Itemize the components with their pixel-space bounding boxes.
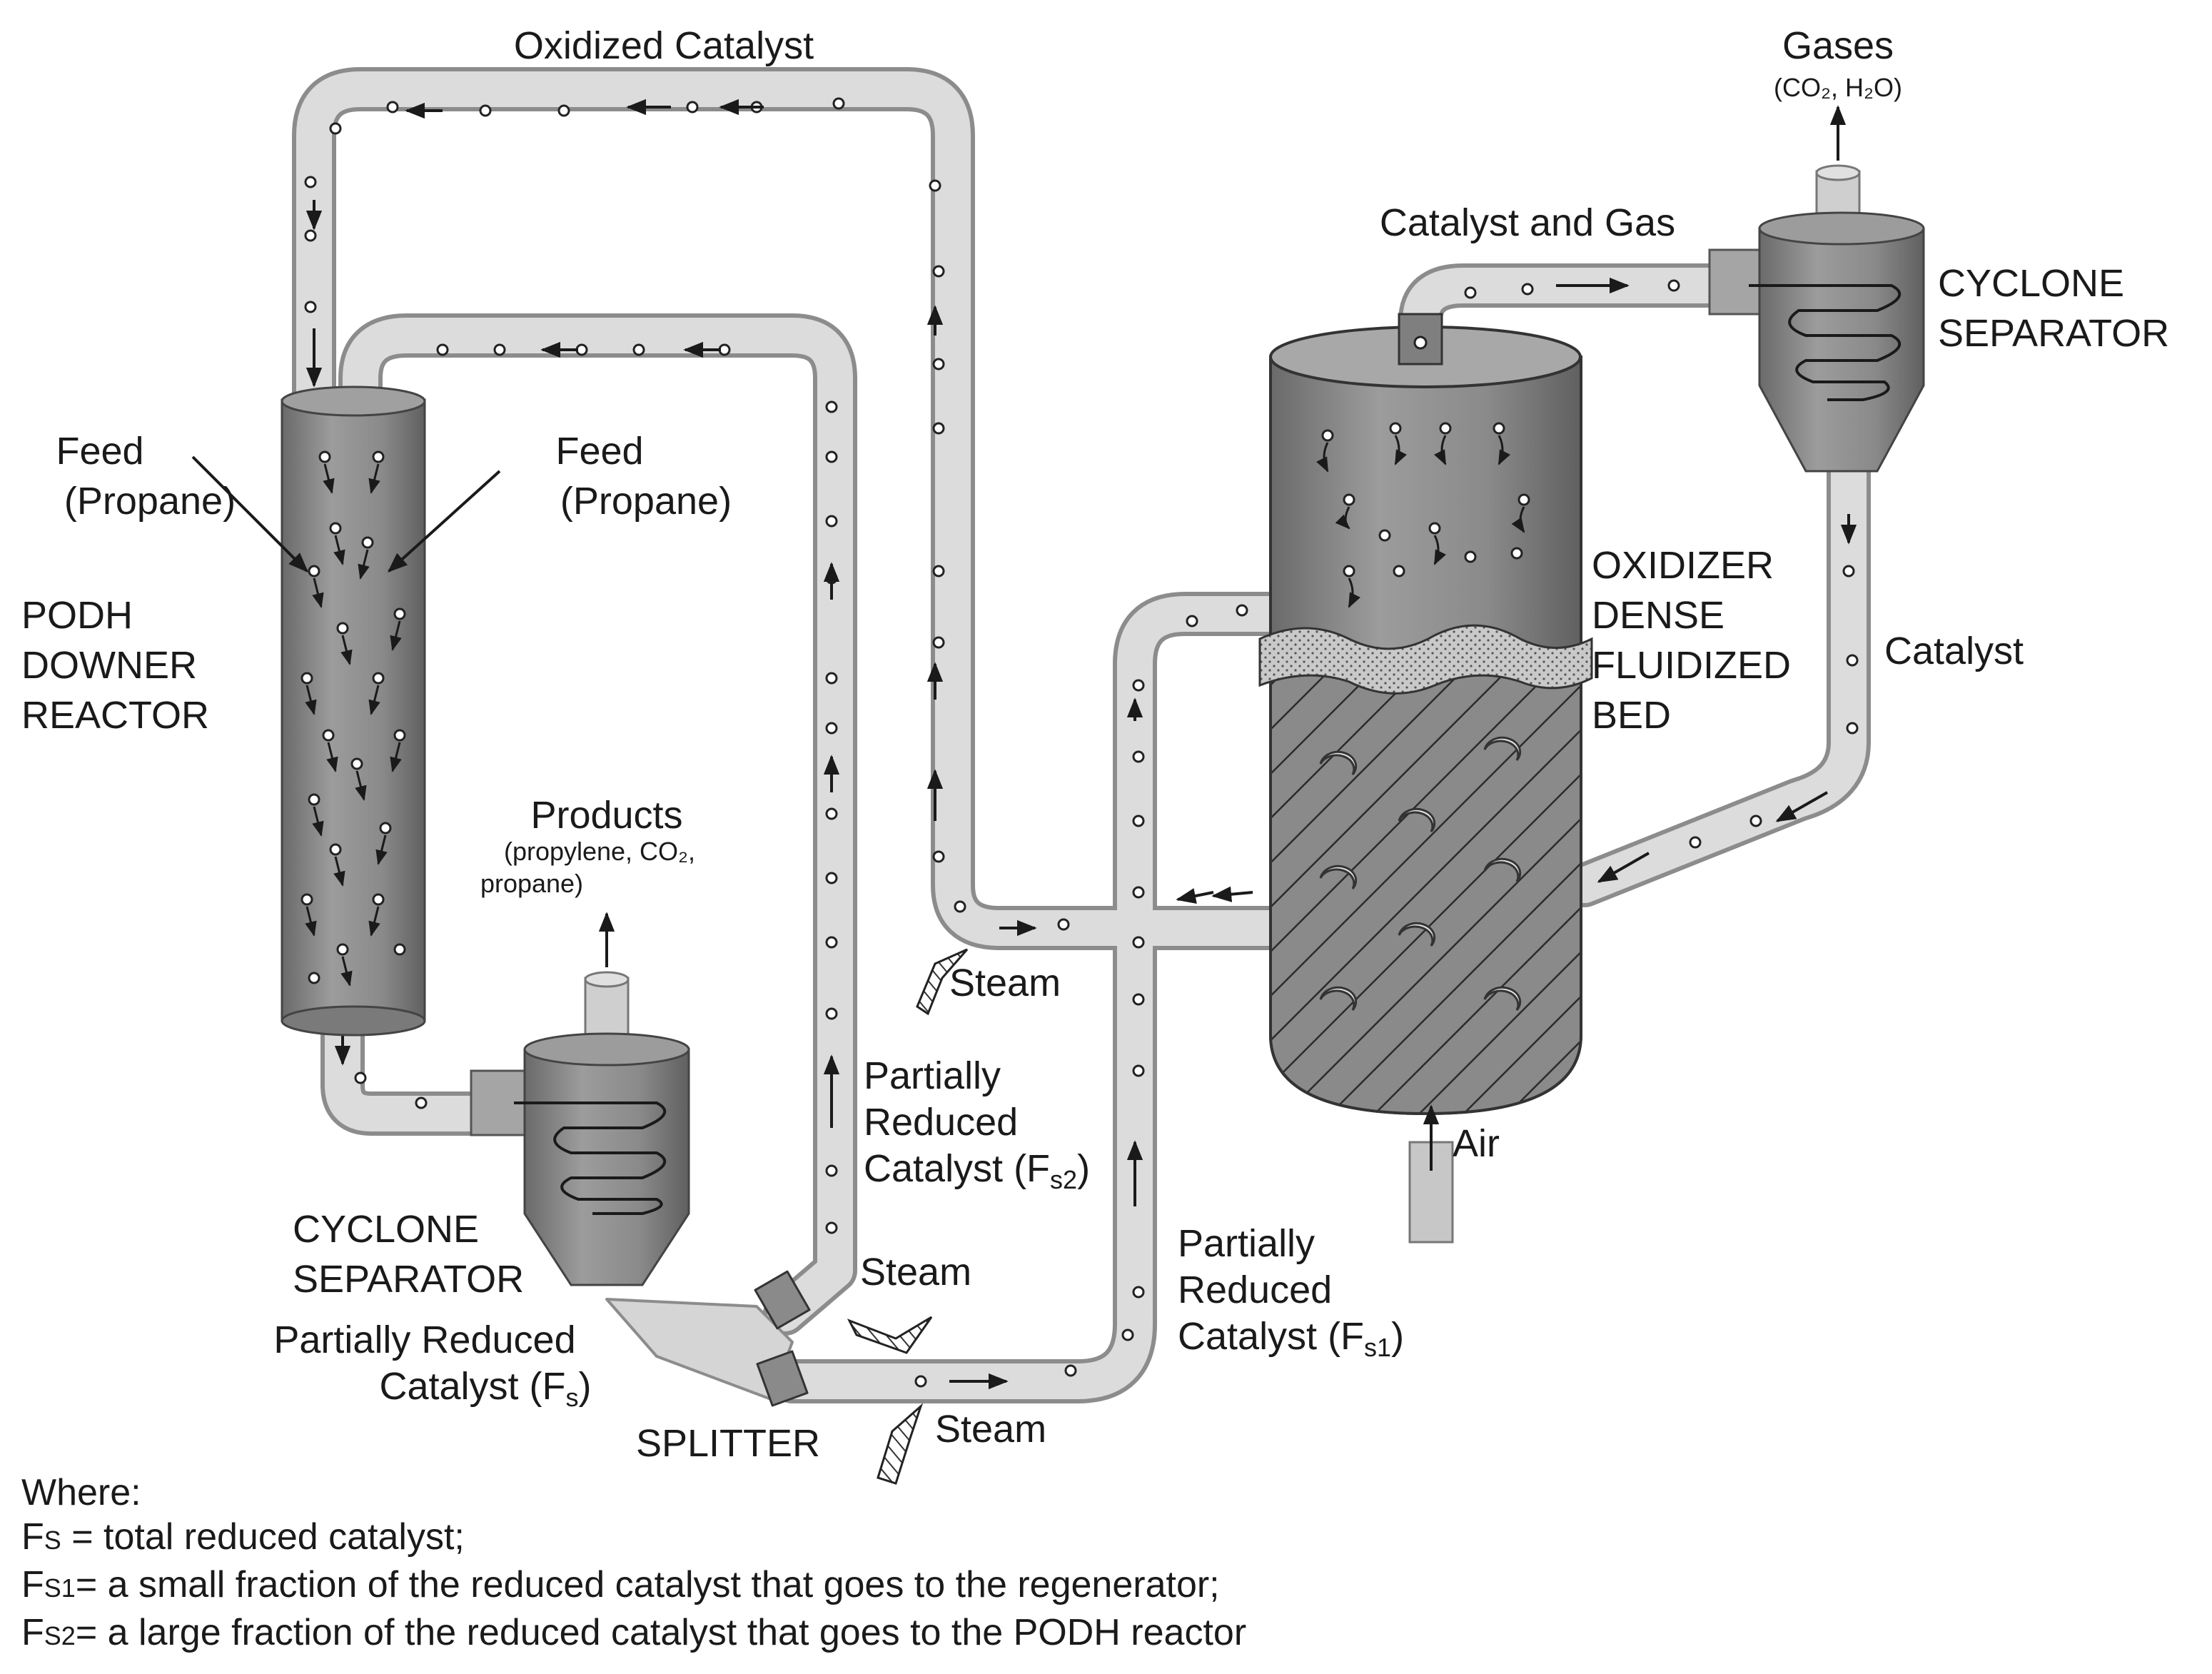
label-steam-1: Steam xyxy=(949,962,1061,1004)
label-prc-fs1-1: Partially xyxy=(1178,1222,1315,1265)
labels: Oxidized Catalyst Gases (CO₂, H₂O) Catal… xyxy=(21,24,2169,1465)
label-oxidizer-4: BED xyxy=(1592,694,1671,737)
label-products-detail-1: (propylene, CO₂, xyxy=(504,837,695,866)
legend-line-fs: FS = total reduced catalyst; xyxy=(21,1516,465,1558)
label-catalyst-and-gas: Catalyst and Gas xyxy=(1380,201,1675,244)
oxidizer-vessel xyxy=(1258,313,1593,1244)
label-products-detail-2: propane) xyxy=(480,869,583,898)
label-steam-2: Steam xyxy=(860,1251,971,1294)
label-steam-3: Steam xyxy=(935,1408,1046,1451)
legend-heading: Where: xyxy=(21,1472,141,1513)
right-cyclone-separator xyxy=(1708,164,1925,473)
label-gases-formula: (CO₂, H₂O) xyxy=(1774,73,1902,102)
label-prc-fs1-2: Reduced xyxy=(1178,1269,1332,1311)
steam-arrow-lower xyxy=(877,1403,924,1485)
label-feed-right-2: (Propane) xyxy=(560,480,732,523)
label-oxidized-catalyst: Oxidized Catalyst xyxy=(514,24,814,67)
steam-arrow-middle xyxy=(847,1316,933,1354)
label-prc-fs2-2: Reduced xyxy=(864,1101,1018,1144)
steam-arrow-upper xyxy=(916,948,969,1016)
podh-downer-reactor xyxy=(281,385,426,1037)
label-reactor-3: REACTOR xyxy=(21,694,209,737)
label-cyclone-left-1: CYCLONE xyxy=(293,1208,479,1251)
label-prc-fs-2: Catalyst (Fs) xyxy=(379,1365,591,1412)
splitter-collar-bottom xyxy=(756,1350,809,1407)
label-feed-left-1: Feed xyxy=(56,430,143,473)
splitter-collar-top xyxy=(754,1270,811,1330)
pipe-flow-arrows xyxy=(305,99,1857,1390)
label-air: Air xyxy=(1453,1122,1500,1165)
legend-line-fs2: FS2= a large fraction of the reduced cat… xyxy=(21,1612,1247,1653)
legend-line-fs1: FS1= a small fraction of the reduced cat… xyxy=(21,1564,1220,1605)
label-prc-fs2-3: Catalyst (Fs2) xyxy=(864,1147,1090,1194)
label-oxidizer-3: FLUIDIZED xyxy=(1592,644,1791,687)
label-catalyst: Catalyst xyxy=(1884,630,2024,672)
label-prc-fs2-1: Partially xyxy=(864,1054,1001,1097)
label-feed-right-1: Feed xyxy=(555,430,643,473)
label-prc-fs-1: Partially Reduced xyxy=(273,1318,575,1361)
external-arrows xyxy=(191,105,1847,1171)
left-cyclone-separator xyxy=(470,971,690,1286)
label-splitter: SPLITTER xyxy=(636,1422,820,1465)
label-reactor-2: DOWNER xyxy=(21,644,197,687)
steam-inlet-arrows xyxy=(847,948,969,1485)
label-products: Products xyxy=(530,794,682,837)
pipe-particles xyxy=(304,97,1859,1388)
label-gases: Gases xyxy=(1782,24,1894,67)
label-reactor-1: PODH xyxy=(21,594,133,637)
label-cyclone-left-2: SEPARATOR xyxy=(293,1258,524,1301)
label-feed-left-2: (Propane) xyxy=(64,480,236,523)
label-oxidizer-1: OXIDIZER xyxy=(1592,544,1774,587)
label-oxidizer-2: DENSE xyxy=(1592,594,1724,637)
label-prc-fs1-3: Catalyst (Fs1) xyxy=(1178,1315,1404,1362)
label-cyclone-right-2: SEPARATOR xyxy=(1938,312,2169,355)
label-cyclone-right-1: CYCLONE xyxy=(1938,262,2124,305)
legend: Where: FS = total reduced catalyst; FS1=… xyxy=(21,1471,2163,1658)
